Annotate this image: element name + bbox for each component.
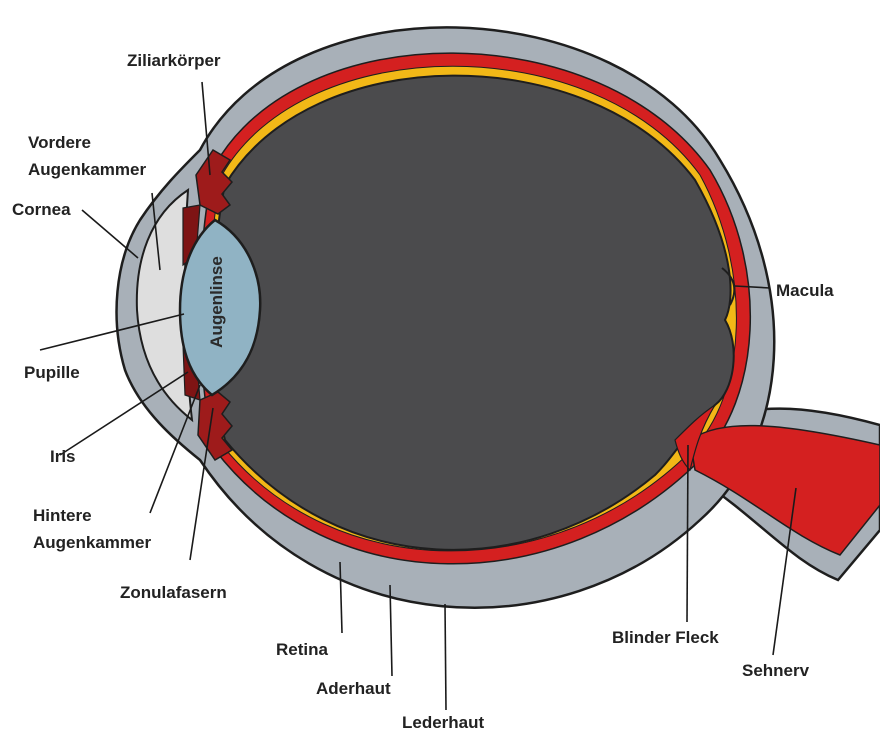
line-blinder-fleck (687, 445, 688, 622)
label-macula: Macula (776, 281, 834, 300)
label-pupille: Pupille (24, 363, 80, 382)
label-zonulafasern: Zonulafasern (120, 583, 227, 602)
lens-label: Augenlinse (207, 256, 226, 348)
label-lederhaut: Lederhaut (402, 713, 485, 732)
label-vordere-augenkammer-1: Vordere (28, 133, 91, 152)
label-aderhaut: Aderhaut (316, 679, 391, 698)
label-ziliarkoerper: Ziliarkörper (127, 51, 221, 70)
label-vordere-augenkammer-2: Augenkammer (28, 160, 146, 179)
label-hintere-augenkammer-1: Hintere (33, 506, 92, 525)
label-sehnerv: Sehnerv (742, 661, 810, 680)
label-iris: Iris (50, 447, 76, 466)
label-blinder-fleck: Blinder Fleck (612, 628, 719, 647)
label-cornea: Cornea (12, 200, 71, 219)
label-hintere-augenkammer-2: Augenkammer (33, 533, 151, 552)
line-lederhaut (445, 604, 446, 710)
label-retina: Retina (276, 640, 329, 659)
line-cornea (82, 210, 138, 258)
